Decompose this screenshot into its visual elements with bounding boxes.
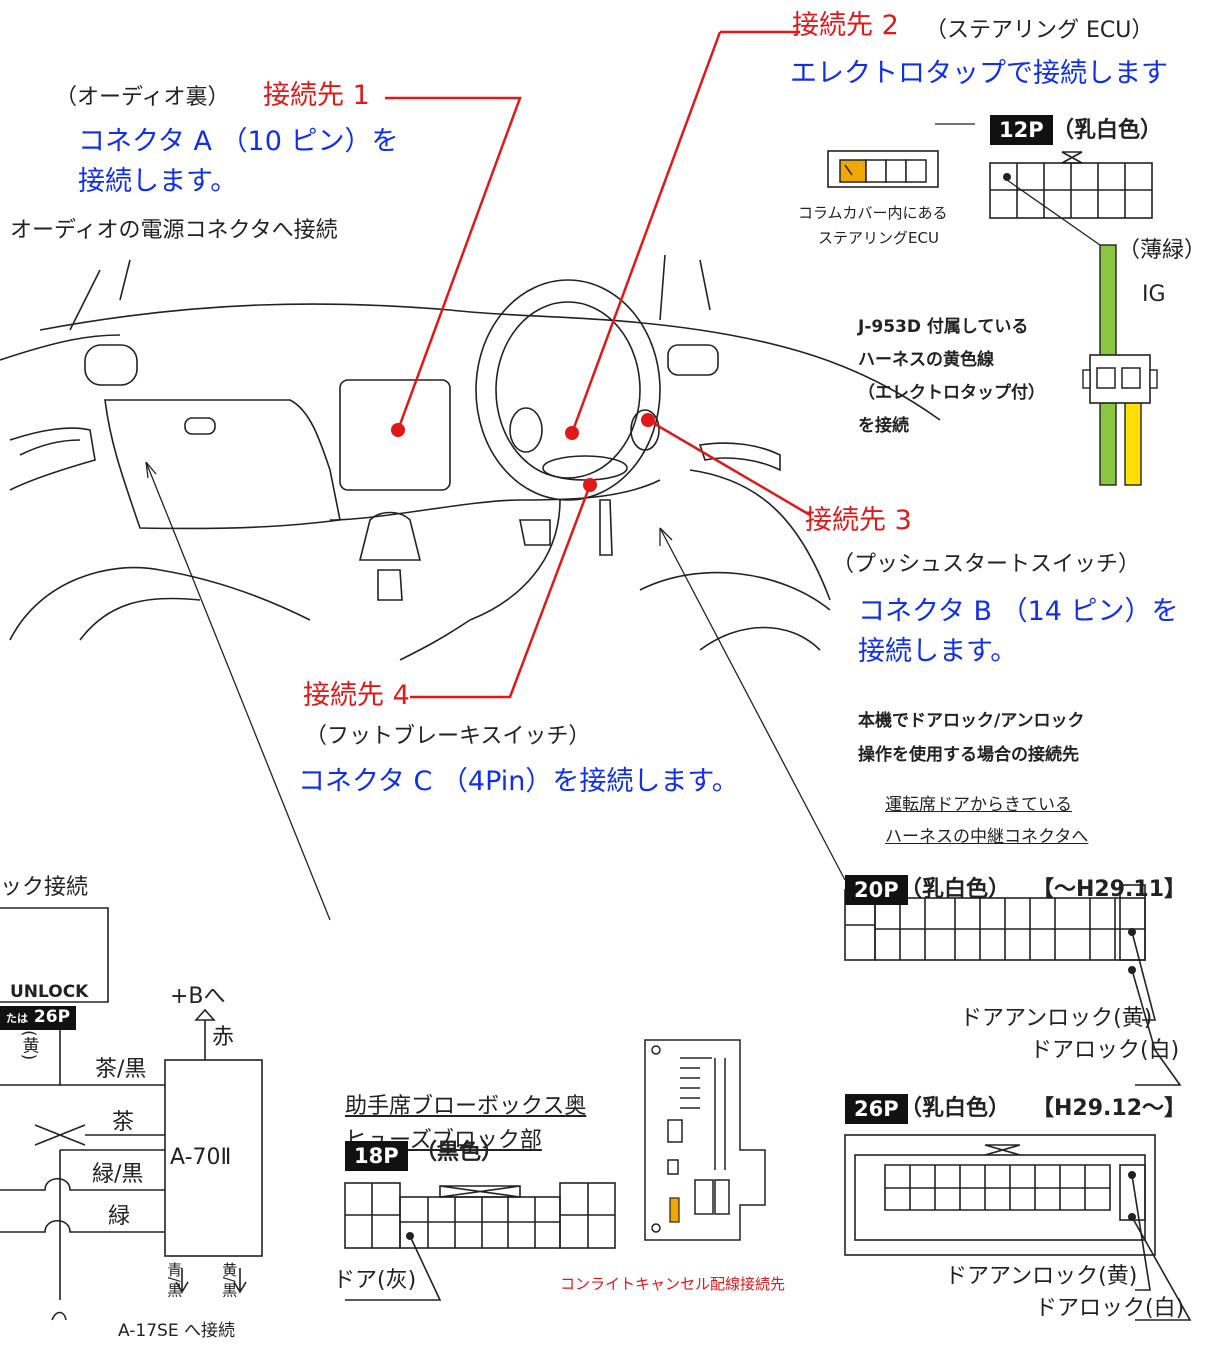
relay-yellow: (黄) — [18, 1030, 39, 1061]
relay-red: 赤 — [212, 1025, 235, 1050]
conn2-desc: エレクトロタップで接続します — [790, 58, 1168, 89]
conn3-paren: （プッシュスタートスイッチ） — [832, 552, 1141, 577]
relay-tag-prefix: たは — [6, 1012, 28, 1025]
relay-header: ック接続 — [0, 875, 89, 900]
ecu-note-1: J-953D 付属している — [858, 317, 1029, 337]
c20-period: 【～H29.11】 — [1032, 877, 1187, 902]
c20-lock: ドアロック(白) — [1030, 1038, 1180, 1063]
connector-20p — [844, 884, 1182, 1086]
conn3-desc1: コネクタ B （14 ピン）を — [858, 596, 1179, 627]
relay-w4: 緑 — [108, 1204, 131, 1229]
black-leaders — [145, 123, 1101, 921]
door-title1: 本機でドアロック/アンロック — [858, 711, 1085, 731]
relay-w2: 茶 — [112, 1110, 135, 1135]
fuse-block — [644, 1039, 766, 1241]
relay-w3: 緑/黒 — [92, 1162, 144, 1187]
ecu-wire-color: （薄緑） — [1118, 238, 1207, 263]
ecu-caption2: ステアリングECU — [818, 229, 939, 247]
connector-26p — [844, 1134, 1192, 1321]
c26-unlock: ドアアンロック(黄) — [945, 1264, 1138, 1289]
connector-12p — [989, 151, 1153, 219]
door-loc1: 運転席ドアからきている — [885, 795, 1072, 815]
c26-tag: 26P — [845, 1094, 908, 1124]
relay-module: A-70Ⅱ — [170, 1145, 232, 1170]
c26-color: （乳白色） — [900, 1096, 1011, 1121]
c20-color: （乳白色） — [900, 877, 1011, 902]
conn4-title: 接続先 4 — [303, 680, 410, 711]
ecu-note-4: を接続 — [858, 416, 909, 436]
door-title2: 操作を使用する場合の接続先 — [858, 745, 1079, 765]
ecu-caption1: コラムカバー内にある — [798, 204, 948, 222]
steering-ecu-connector — [827, 150, 939, 188]
relay-w1: 茶/黒 — [95, 1057, 147, 1082]
connector-18p — [344, 1182, 616, 1301]
relay-circuit — [0, 907, 263, 1321]
c20-tag: 20P — [845, 875, 908, 905]
dashboard-outline — [0, 254, 941, 661]
fuse-color: （黒色） — [415, 1140, 504, 1165]
relay-unlock: UNLOCK — [10, 982, 89, 1002]
ecu-wire-name: IG — [1142, 282, 1166, 307]
red-dots — [391, 413, 655, 492]
ecu-note-2: ハーネスの黄色線 — [858, 350, 994, 370]
relay-footer: A-17SE へ接続 — [118, 1321, 235, 1341]
conn1-title: 接続先 1 — [263, 80, 370, 111]
door-loc2: ハーネスの中継コネクタへ — [885, 827, 1089, 847]
fuse-loc1: 助手席ブローボックス奥 — [345, 1094, 587, 1119]
relay-out1: 青/黒 — [165, 1262, 184, 1298]
conn1-desc1: コネクタ A （10 ピン）を — [78, 126, 399, 157]
conn1-sub: オーディオの電源コネクタへ接続 — [10, 218, 338, 243]
conn1-paren: （オーディオ裏） — [55, 85, 230, 110]
conn4-paren: （フットブレーキスイッチ） — [305, 724, 591, 749]
conn2-title: 接続先 2 — [792, 10, 899, 41]
ecu-note-3: （エレクトロタップ付） — [858, 383, 1045, 403]
conn4-desc: コネクタ C （4Pin）を接続します。 — [298, 766, 739, 797]
fuse-cancel: コンライトキャンセル配線接続先 — [560, 1275, 786, 1293]
relay-out2: 黄/黒 — [220, 1262, 239, 1298]
c26-period: 【H29.12～】 — [1032, 1096, 1187, 1121]
conn3-title: 接続先 3 — [805, 505, 912, 536]
relay-plus-b: +Bへ — [170, 984, 226, 1009]
fuse-tag: 18P — [345, 1141, 408, 1171]
relay-tag: たは 26P — [0, 1006, 77, 1030]
ecu-color: （乳白色） — [1052, 118, 1163, 143]
conn2-paren: （ステアリング ECU） — [925, 18, 1154, 43]
electro-tap-wire — [1082, 244, 1158, 486]
ecu-tag: 12P — [990, 115, 1053, 145]
relay-tag-label: 26P — [33, 1007, 71, 1027]
conn3-desc2: 接続します。 — [858, 636, 1018, 667]
red-leaders — [385, 30, 811, 699]
c20-unlock: ドアアンロック(黄) — [960, 1006, 1153, 1031]
c26-lock: ドアロック(白) — [1035, 1296, 1185, 1321]
fuse-wire: ドア(灰) — [333, 1268, 417, 1293]
conn1-desc2: 接続します。 — [78, 166, 238, 197]
